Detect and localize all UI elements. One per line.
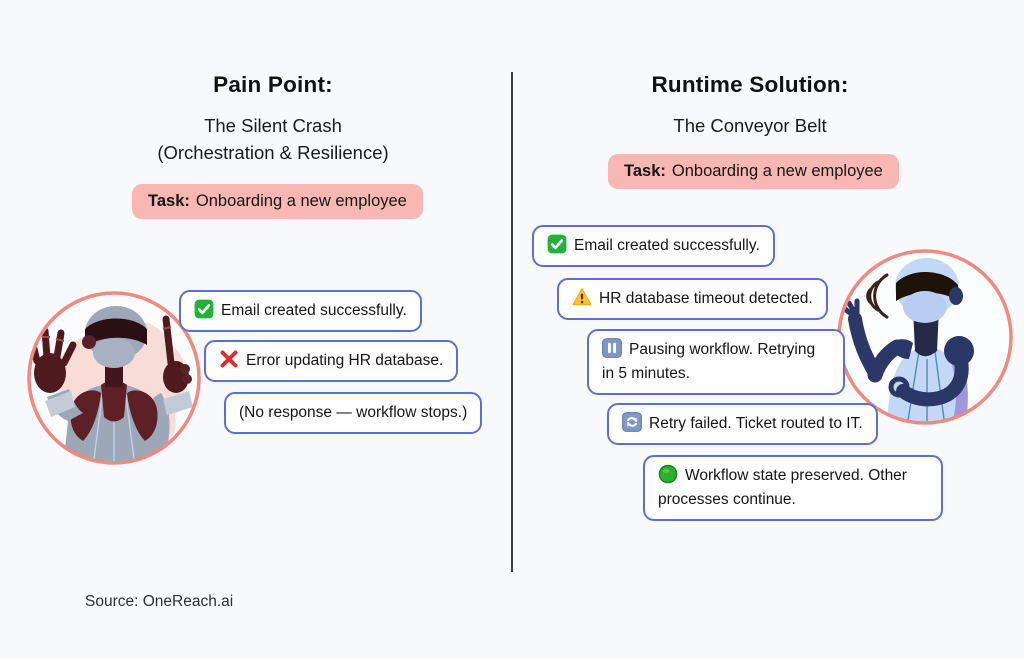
bubble-text: HR database timeout detected. <box>599 290 813 307</box>
bubble-text: Error updating HR database. <box>246 352 444 369</box>
runtime-solution-title: Runtime Solution: <box>651 72 849 97</box>
task-badge: Task: Onboarding a new employee <box>608 154 899 189</box>
retry-icon <box>622 412 642 432</box>
pain-point-title: Pain Point: <box>213 72 333 97</box>
runtime-solution-header: Runtime Solution: The Conveyor Belt <box>552 72 948 139</box>
green-circle-icon <box>658 464 678 484</box>
source-attribution: Source: OneReach.ai <box>85 593 234 610</box>
task-badge-label: Task: <box>624 162 666 180</box>
bubble-text: (No response — workflow stops.) <box>239 404 468 421</box>
bubble-text: Pausing workflow. Retrying in 5 minutes. <box>602 341 816 382</box>
chat-bubble: Retry failed. Ticket routed to IT. <box>607 403 878 445</box>
chat-bubble: (No response — workflow stops.) <box>224 392 483 434</box>
chat-bubble: Pausing workflow. Retrying in 5 minutes. <box>587 329 845 395</box>
bubble-text: Email created successfully. <box>221 302 407 319</box>
pain-point-header: Pain Point: The Silent Crash (Orchestrat… <box>63 72 483 166</box>
chat-bubble: Workflow state preserved. Other processe… <box>643 455 943 521</box>
robot-illustration <box>837 249 1013 425</box>
sound-waves-icon <box>866 273 889 319</box>
task-badge-label: Task: <box>148 192 190 210</box>
task-badge: Task: Onboarding a new employee <box>132 184 423 219</box>
column-divider <box>511 72 513 572</box>
runtime-solution-subtitle: The Conveyor Belt <box>673 115 827 136</box>
pause-icon <box>602 338 622 358</box>
chat-bubble: HR database timeout detected. <box>557 278 828 320</box>
pain-point-subtitle-line1: The Silent Crash <box>204 115 342 136</box>
bubble-text: Workflow state preserved. Other processe… <box>658 467 907 508</box>
cross-icon <box>219 349 239 369</box>
check-icon <box>547 234 567 254</box>
warning-icon <box>572 287 592 307</box>
worker-illustration <box>27 291 201 465</box>
bubble-text: Retry failed. Ticket routed to IT. <box>649 415 863 432</box>
pain-point-subtitle-line2: (Orchestration & Resilience) <box>157 142 389 163</box>
task-badge-text: Onboarding a new employee <box>195 192 407 210</box>
bubble-text: Email created successfully. <box>574 237 760 254</box>
check-icon <box>194 299 214 319</box>
chat-bubble: Error updating HR database. <box>204 340 459 382</box>
chat-bubble: Email created successfully. <box>179 290 422 332</box>
task-badge-text: Onboarding a new employee <box>671 162 883 180</box>
chat-bubble: Email created successfully. <box>532 225 775 267</box>
